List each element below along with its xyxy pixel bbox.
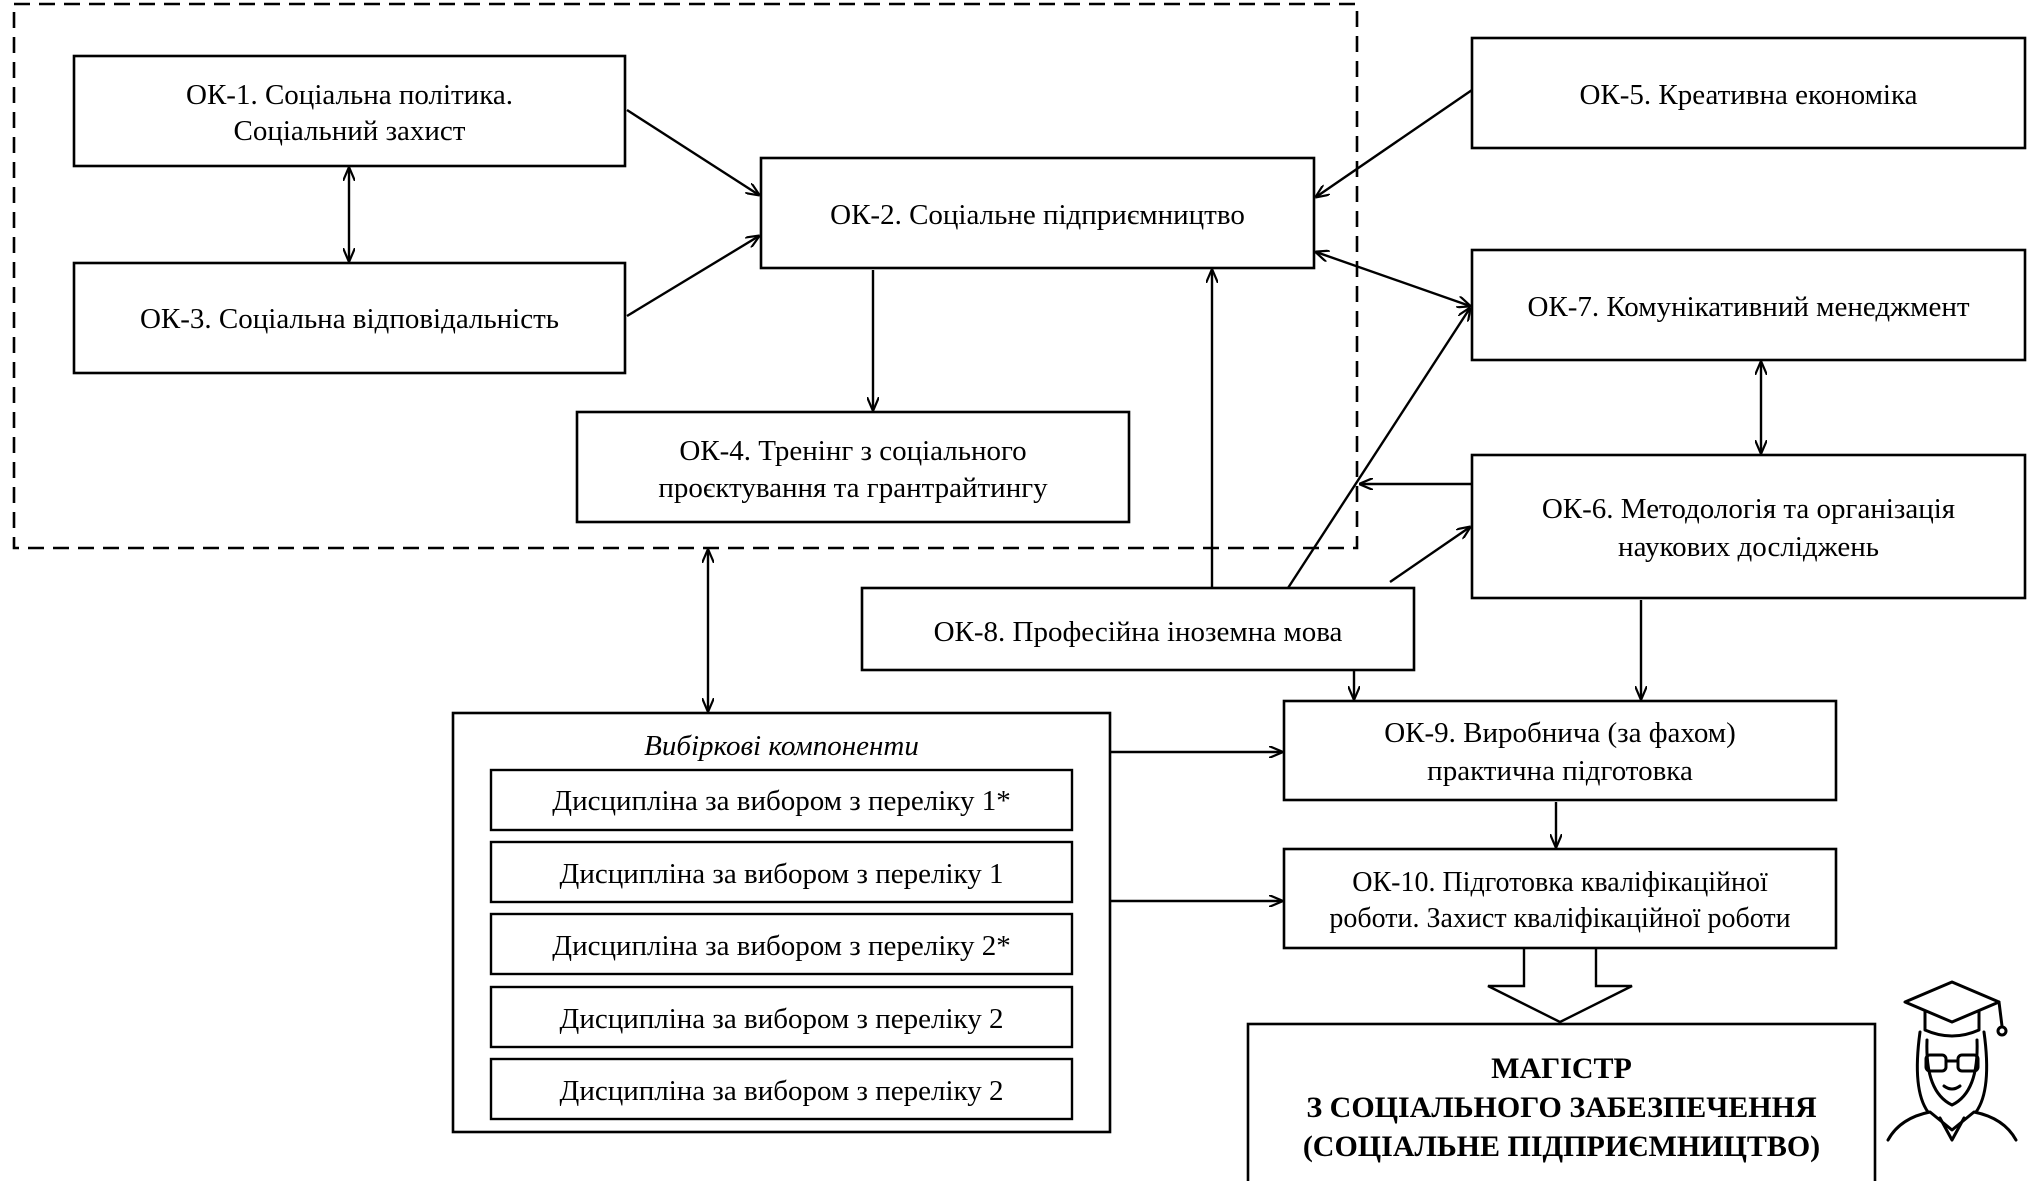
node-ok4-line2: проєктування та грантрайтингу <box>658 472 1048 504</box>
node-ok1: ОК-1. Соціальна політика. Соціальний зах… <box>72 54 627 168</box>
electives-title: Вибіркові компоненти <box>644 730 919 762</box>
node-ok6-line2: наукових досліджень <box>1618 531 1879 563</box>
electives-panel: Вибіркові компоненти Дисципліна за вибор… <box>451 711 1112 1134</box>
node-ok2: ОК-2. Соціальне підприємництво <box>759 156 1316 270</box>
elective-item-2-frame <box>489 840 1074 904</box>
result-line1: МАГІСТР <box>1491 1052 1632 1085</box>
node-ok4: ОК-4. Тренінг з соціального проєктування… <box>575 410 1131 524</box>
node-ok9: ОК-9. Виробнича (за фахом) практична під… <box>1282 699 1838 802</box>
elective-item-4: Дисципліна за вибором з переліку 2 <box>560 1003 1004 1035</box>
node-ok6: ОК-6. Методологія та організація наукови… <box>1470 453 2027 600</box>
node-ok9-line1: ОК-9. Виробнича (за фахом) <box>1384 717 1736 749</box>
elective-item-3: Дисципліна за вибором з переліку 2* <box>552 930 1010 962</box>
node-ok7: ОК-7. Комунікативний менеджмент <box>1470 248 2027 362</box>
result-line3: (СОЦІАЛЬНЕ ПІДПРИЄМНИЦТВО) <box>1303 1130 1820 1163</box>
node-ok10: ОК-10. Підготовка кваліфікаційної роботи… <box>1282 847 1838 950</box>
node-ok3: ОК-3. Соціальна відповідальність <box>72 261 627 375</box>
graduate-icon <box>1886 980 2018 1142</box>
elective-item-5-frame <box>489 1057 1074 1121</box>
arrow-ok8-to-ok7 <box>1286 308 1470 589</box>
node-ok8-label: ОК-8. Професійна іноземна мова <box>934 616 1343 648</box>
arrow-ok5-to-ok2 <box>1316 89 1473 197</box>
elective-item-3-frame <box>489 912 1074 976</box>
node-ok10-line2: роботи. Захист кваліфікаційної роботи <box>1329 903 1790 934</box>
elective-item-1-frame <box>489 768 1074 832</box>
elective-item-4-frame <box>489 985 1074 1049</box>
result-line2: З СОЦІАЛЬНОГО ЗАБЕЗПЕЧЕННЯ <box>1306 1091 1817 1124</box>
arrow-ok3-to-ok2 <box>626 236 759 318</box>
elective-item-2: Дисципліна за вибором з переліку 1 <box>560 858 1004 890</box>
node-ok1-line2: Соціальний захист <box>234 115 466 147</box>
node-ok2-label: ОК-2. Соціальне підприємництво <box>830 199 1245 231</box>
node-ok5-label: ОК-5. Креативна економіка <box>1579 79 1917 111</box>
arrow-ok2-ok7 <box>1316 252 1470 306</box>
elective-item-1: Дисципліна за вибором з переліку 1* <box>552 785 1010 817</box>
node-ok1-line1: ОК-1. Соціальна політика. <box>186 79 513 111</box>
arrow-ok8-to-ok6 <box>1389 527 1470 583</box>
node-ok10-line1: ОК-10. Підготовка кваліфікаційної <box>1352 867 1768 898</box>
node-ok9-line2: практична підготовка <box>1427 755 1693 787</box>
arrow-ok1-to-ok2 <box>626 108 759 195</box>
node-ok8: ОК-8. Професійна іноземна мова <box>860 586 1416 672</box>
elective-item-5: Дисципліна за вибором з переліку 2 <box>560 1075 1004 1107</box>
node-ok5: ОК-5. Креативна економіка <box>1470 36 2027 150</box>
node-ok4-line1: ОК-4. Тренінг з соціального <box>679 435 1026 467</box>
node-ok7-label: ОК-7. Комунікативний менеджмент <box>1527 291 1969 323</box>
node-ok6-line1: ОК-6. Методологія та організація <box>1542 493 1955 525</box>
block-arrow-to-result <box>1487 948 1633 1024</box>
result-master-box: МАГІСТР З СОЦІАЛЬНОГО ЗАБЕЗПЕЧЕННЯ (СОЦІ… <box>1246 1022 1877 1181</box>
node-ok3-label: ОК-3. Соціальна відповідальність <box>140 303 559 335</box>
